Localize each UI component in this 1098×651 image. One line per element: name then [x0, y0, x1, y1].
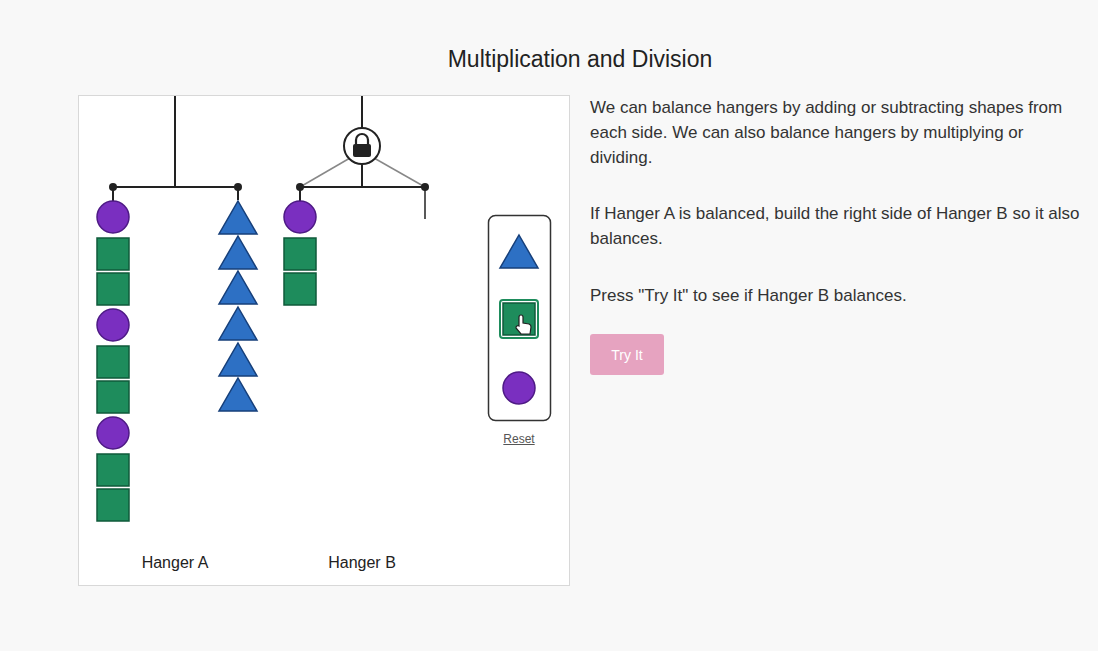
shape-palette — [489, 216, 551, 421]
hanger-label: Hanger A — [142, 554, 209, 572]
button-label: Try It — [611, 347, 642, 363]
hanger-a — [97, 96, 257, 521]
instruction-text: We can balance hangers by adding or subt… — [590, 95, 1085, 170]
try-it-button: Try It — [590, 334, 664, 375]
panel-ground — [79, 96, 570, 586]
page-title: Multiplication and Division — [448, 46, 713, 73]
instruction-text: If Hanger A is balanced, build the right… — [590, 201, 1085, 251]
hanger-label: Hanger B — [328, 554, 396, 572]
hanger-panel: Hanger A Hanger B — [78, 95, 570, 585]
reset-link: Reset — [503, 432, 534, 446]
hanger-b — [284, 96, 429, 305]
instruction-text: Press "Try It" to see if Hanger B balanc… — [590, 283, 1085, 308]
